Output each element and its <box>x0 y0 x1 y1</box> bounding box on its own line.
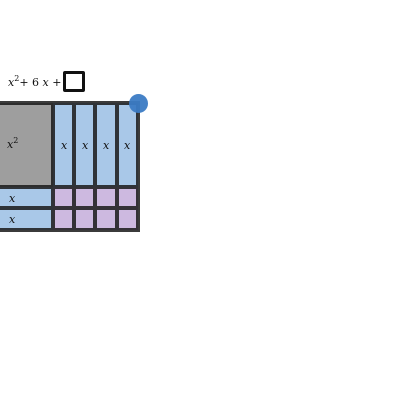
vertical-strip-label: x <box>124 139 131 152</box>
unit-tile <box>74 187 95 208</box>
resize-handle[interactable] <box>129 94 148 113</box>
vertical-strip-3 <box>95 103 117 187</box>
horizontal-strip-1 <box>0 187 53 208</box>
answer-box[interactable] <box>63 71 85 92</box>
square-exponent: 2 <box>14 74 20 83</box>
unit-tile <box>74 208 95 230</box>
vertical-strip-1 <box>53 103 74 187</box>
x-term: x <box>8 76 15 89</box>
big-square-label: x2 <box>7 136 19 152</box>
unit-tile <box>53 187 74 208</box>
x-term-linear: x <box>42 76 49 89</box>
plus-six: + 6 <box>19 76 43 89</box>
unit-tile <box>53 208 74 230</box>
unit-tile <box>117 208 138 230</box>
horizontal-strip-2 <box>0 208 53 230</box>
vertical-strip-label: x <box>103 139 110 152</box>
big-square-tile <box>0 103 53 187</box>
unit-tile <box>117 187 138 208</box>
horizontal-strip-label: x <box>9 192 16 205</box>
plus-sign: + <box>48 76 62 89</box>
unit-tile <box>95 208 117 230</box>
vertical-strip-label: x <box>82 139 89 152</box>
vertical-strip-2 <box>74 103 95 187</box>
horizontal-strip-label: x <box>9 213 16 226</box>
expression: x2+ 6 x + <box>8 74 62 90</box>
vertical-strip-4 <box>117 103 138 187</box>
grid-lines <box>0 101 140 232</box>
unit-tile <box>95 187 117 208</box>
vertical-strip-label: x <box>61 139 68 152</box>
